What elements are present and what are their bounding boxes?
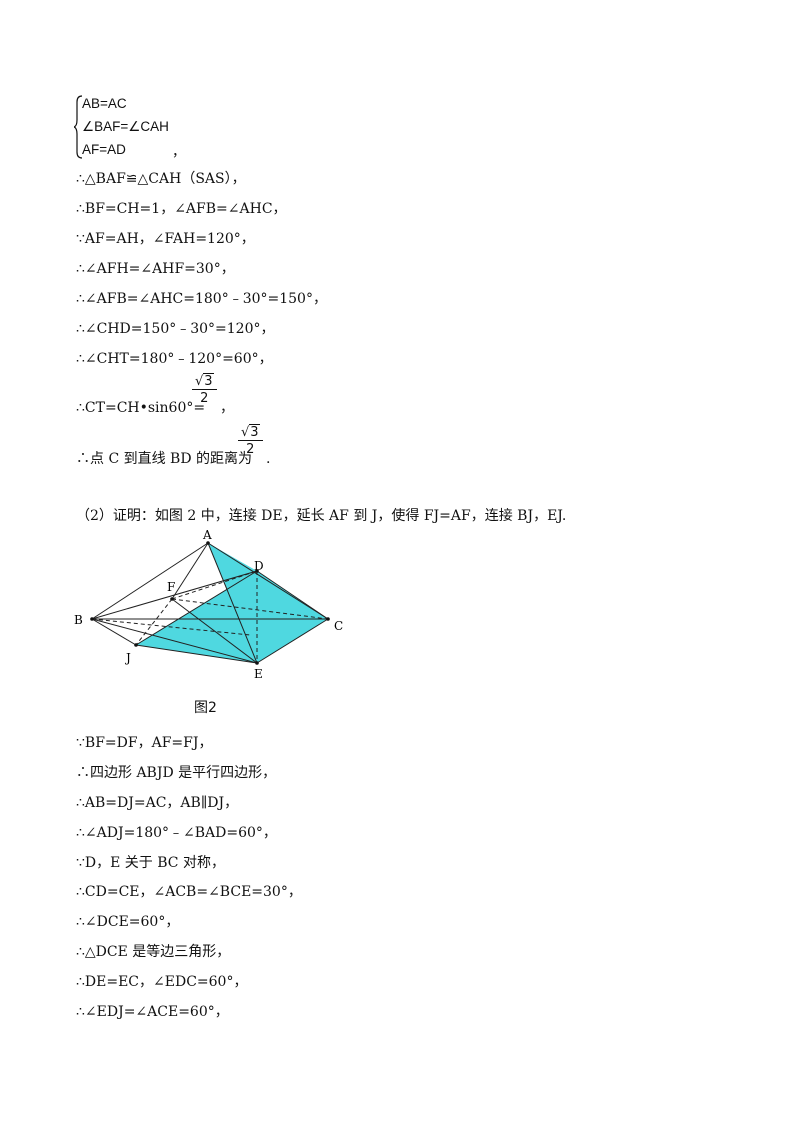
radicand: 3 <box>203 373 214 389</box>
segment-AE <box>207 542 258 664</box>
label-E: E <box>254 667 263 681</box>
vertex-C <box>326 617 330 621</box>
step-line: ∴CD=CE，∠ACB=∠BCE=30°， <box>76 884 302 900</box>
step-line: ∴∠CHD=150°﹣30°=120°， <box>76 321 275 337</box>
step-line: ∴AB=DJ=AC，AB∥DJ， <box>76 795 239 811</box>
segment-BE <box>91 618 258 664</box>
label-A: A <box>202 530 212 542</box>
segment-JE <box>135 644 258 664</box>
distance-line: ∴点 C 到直线 BD 的距离为 <box>76 450 252 468</box>
step-line: ∴四边形 ABJD 是平行四边形， <box>76 765 277 781</box>
vertex-A <box>206 541 210 545</box>
distance-suffix: . <box>266 451 271 467</box>
left-brace-icon <box>74 95 83 159</box>
segment-FD <box>171 570 258 600</box>
step-line: ∴∠AFH=∠AHF=30°， <box>76 261 235 277</box>
radicand: 3 <box>249 424 260 440</box>
vertex-D <box>255 569 259 573</box>
denominator: 2 <box>246 442 255 457</box>
system-row-3: AF=AD <box>82 142 126 157</box>
system-row-2: ∠BAF=∠CAH <box>82 119 169 134</box>
vertex-E <box>255 661 259 665</box>
fraction-sqrt3-over-2: √3 2 <box>192 373 217 406</box>
step-line: ∴DE=EC，∠EDC=60°， <box>76 974 248 990</box>
fraction-sqrt3-over-2: √3 2 <box>238 424 263 457</box>
step-line: ∴BF=CH=1，∠AFB=∠AHC， <box>76 201 287 217</box>
label-B: B <box>74 613 83 627</box>
figure-caption: 图2 <box>194 700 217 716</box>
step-line: ∴△DCE 是等边三角形， <box>76 944 231 960</box>
ct-prefix: ∴CT=CH•sin60°= <box>76 400 206 416</box>
sqrt-sign: √ <box>195 374 204 389</box>
sqrt-sign: √ <box>241 425 250 440</box>
label-C: C <box>334 619 343 633</box>
segment-AF <box>171 542 209 600</box>
distance-prefix: ∴点 C 到直线 BD 的距离为 <box>76 451 253 467</box>
label-J: J <box>124 651 131 665</box>
label-F: F <box>167 580 175 594</box>
denominator: 2 <box>200 391 209 406</box>
segment-CE <box>256 618 329 664</box>
part2-intro: （2）证明：如图 2 中，连接 DE，延长 AF 到 J，使得 FJ=AF，连接… <box>76 508 567 524</box>
step-line: ∴△BAF≌△CAH（SAS）， <box>76 171 246 187</box>
segment-FJ <box>135 598 173 646</box>
ct-line: ∴CT=CH•sin60°= <box>76 399 205 417</box>
ct-suffix: ， <box>220 400 234 416</box>
segment-JD <box>135 570 258 646</box>
step-line: ∵AF=AH，∠FAH=120°， <box>76 231 255 247</box>
system-row-1: AB=AC <box>82 96 127 111</box>
step-line: ∵D，E 关于 BC 对称， <box>76 855 225 871</box>
figure-2-diagram: A B C D E F J <box>74 528 343 681</box>
vertex-J <box>134 643 138 647</box>
step-line: ∴∠EDJ=∠ACE=60°， <box>76 1004 229 1020</box>
step-line: ∴∠ADJ=180°﹣∠BAD=60°， <box>76 825 277 841</box>
vertex-B <box>90 617 94 621</box>
segment-BE-dashed <box>91 618 251 636</box>
step-line: ∴∠CHT=180°﹣120°=60°， <box>76 351 273 367</box>
segment-FE <box>171 598 258 664</box>
step-line: ∵BF=DF，AF=FJ， <box>76 735 213 751</box>
segment-BA <box>91 542 209 620</box>
segment-AC <box>207 542 329 620</box>
segment-DC <box>256 570 329 620</box>
label-D: D <box>254 559 264 573</box>
vertex-F <box>170 597 174 601</box>
shaded-region-right <box>257 571 328 663</box>
segment-BJ <box>91 618 137 646</box>
segment-FC <box>171 598 329 620</box>
system-trailing-comma: ， <box>172 144 186 159</box>
step-line: ∴∠AFB=∠AHC=180°﹣30°=150°， <box>76 291 327 307</box>
step-line: ∴∠DCE=60°， <box>76 914 180 930</box>
geometry-figure: A B C D E F J <box>70 528 360 690</box>
equation-system: AB=AC ∠BAF=∠CAH AF=AD ， <box>74 94 194 160</box>
